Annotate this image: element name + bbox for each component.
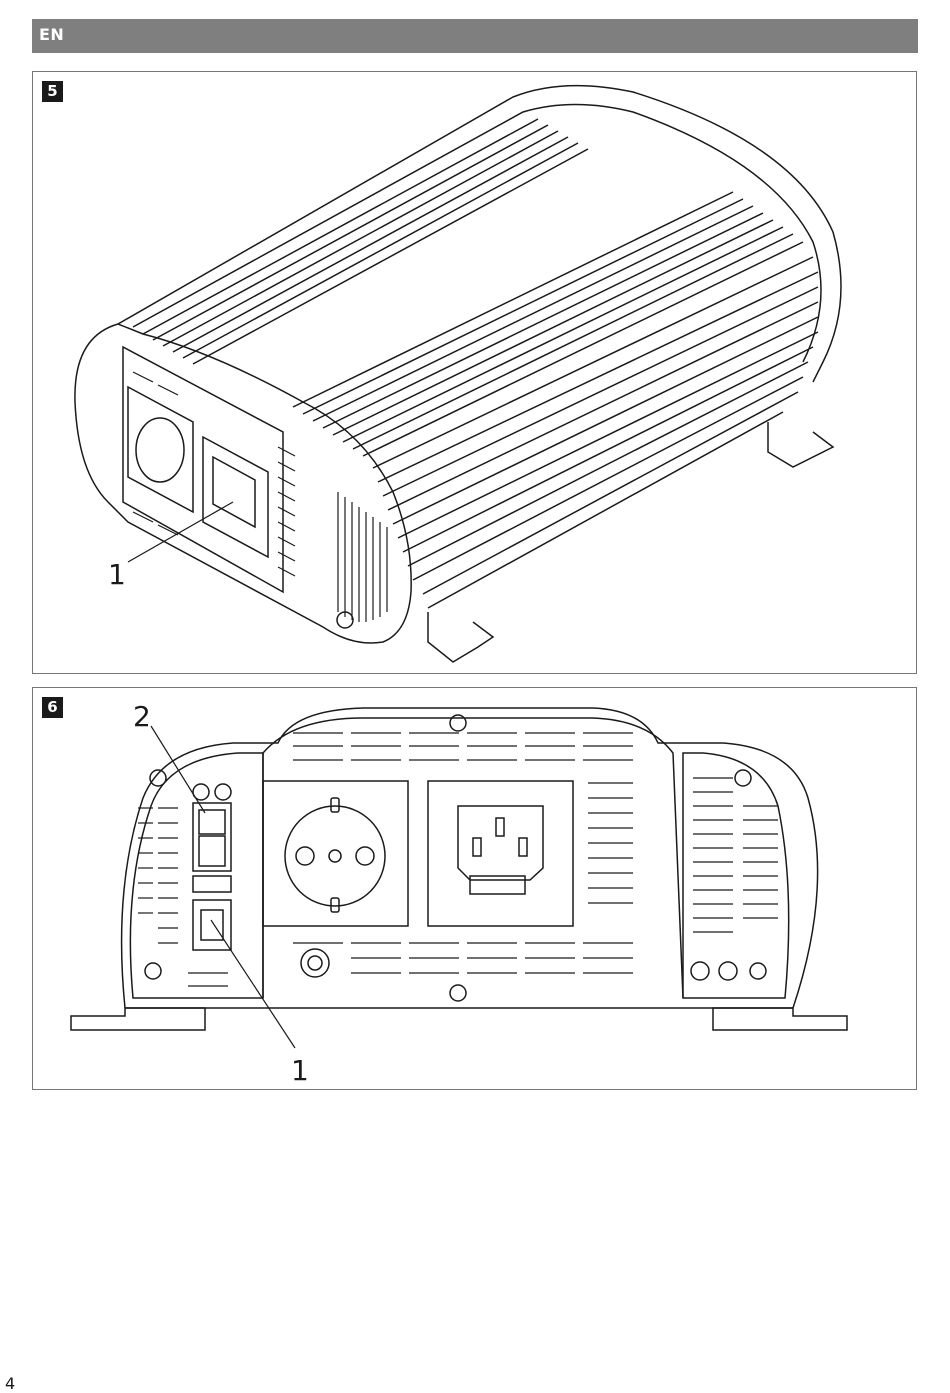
inverter-perspective-illustration: 1 [33, 72, 918, 675]
callout-label: 2 [133, 700, 151, 733]
figure-6: 6 [32, 687, 917, 1090]
inverter-front-illustration: 2 1 [33, 688, 918, 1091]
language-code: EN [39, 25, 64, 44]
callout-label: 1 [108, 558, 126, 591]
page-number: 4 [5, 1374, 15, 1393]
figure-5: 5 [32, 71, 917, 674]
callout-label: 1 [291, 1054, 309, 1087]
language-header-bar: EN [32, 19, 918, 53]
